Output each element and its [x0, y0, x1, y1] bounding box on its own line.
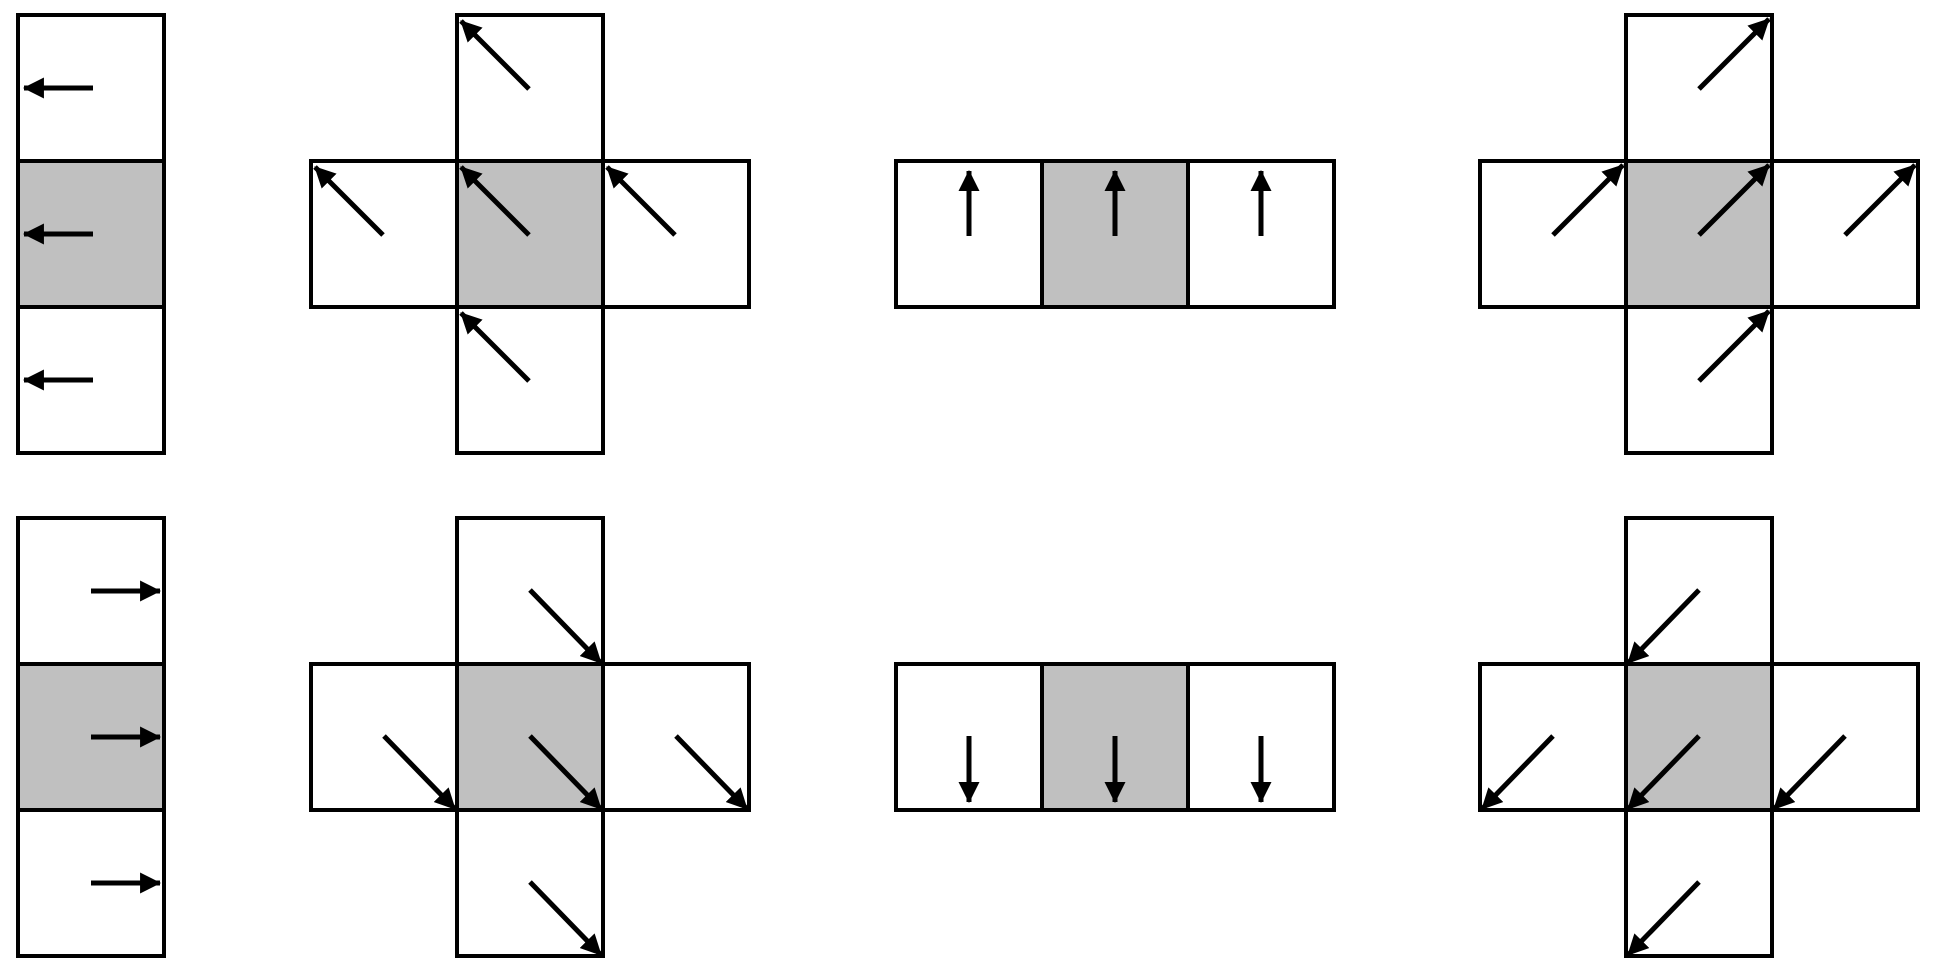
- up-left-arrow-icon: [313, 165, 385, 237]
- up-left-arrow-icon: [459, 311, 531, 383]
- center-cell: [1624, 662, 1774, 812]
- up-right-arrow-icon: [1843, 163, 1917, 237]
- down-right-arrow-icon: [528, 880, 603, 957]
- up-left-arrow-icon: [605, 165, 677, 237]
- down-right-arrow-icon: [674, 734, 749, 811]
- down-left-arrow-icon: [1480, 734, 1555, 811]
- down-right-arrow-icon: [528, 734, 603, 811]
- up-right-arrow-icon: [1697, 17, 1771, 91]
- up-left-arrow-icon: [459, 19, 531, 91]
- up-left-arrow-icon: [459, 165, 531, 237]
- up-right-arrow-icon: [1697, 309, 1771, 383]
- down-right-arrow-icon: [382, 734, 457, 811]
- pattern-horizontal-line: [894, 662, 1336, 812]
- down-left-arrow-icon: [1772, 734, 1847, 811]
- down-right-arrow-icon: [528, 588, 603, 665]
- up-right-arrow-icon: [1697, 163, 1771, 237]
- down-left-arrow-icon: [1626, 734, 1701, 811]
- down-left-arrow-icon: [1626, 588, 1701, 665]
- pattern-vertical-line: [16, 516, 166, 958]
- up-right-arrow-icon: [1551, 163, 1625, 237]
- down-left-arrow-icon: [1626, 880, 1701, 957]
